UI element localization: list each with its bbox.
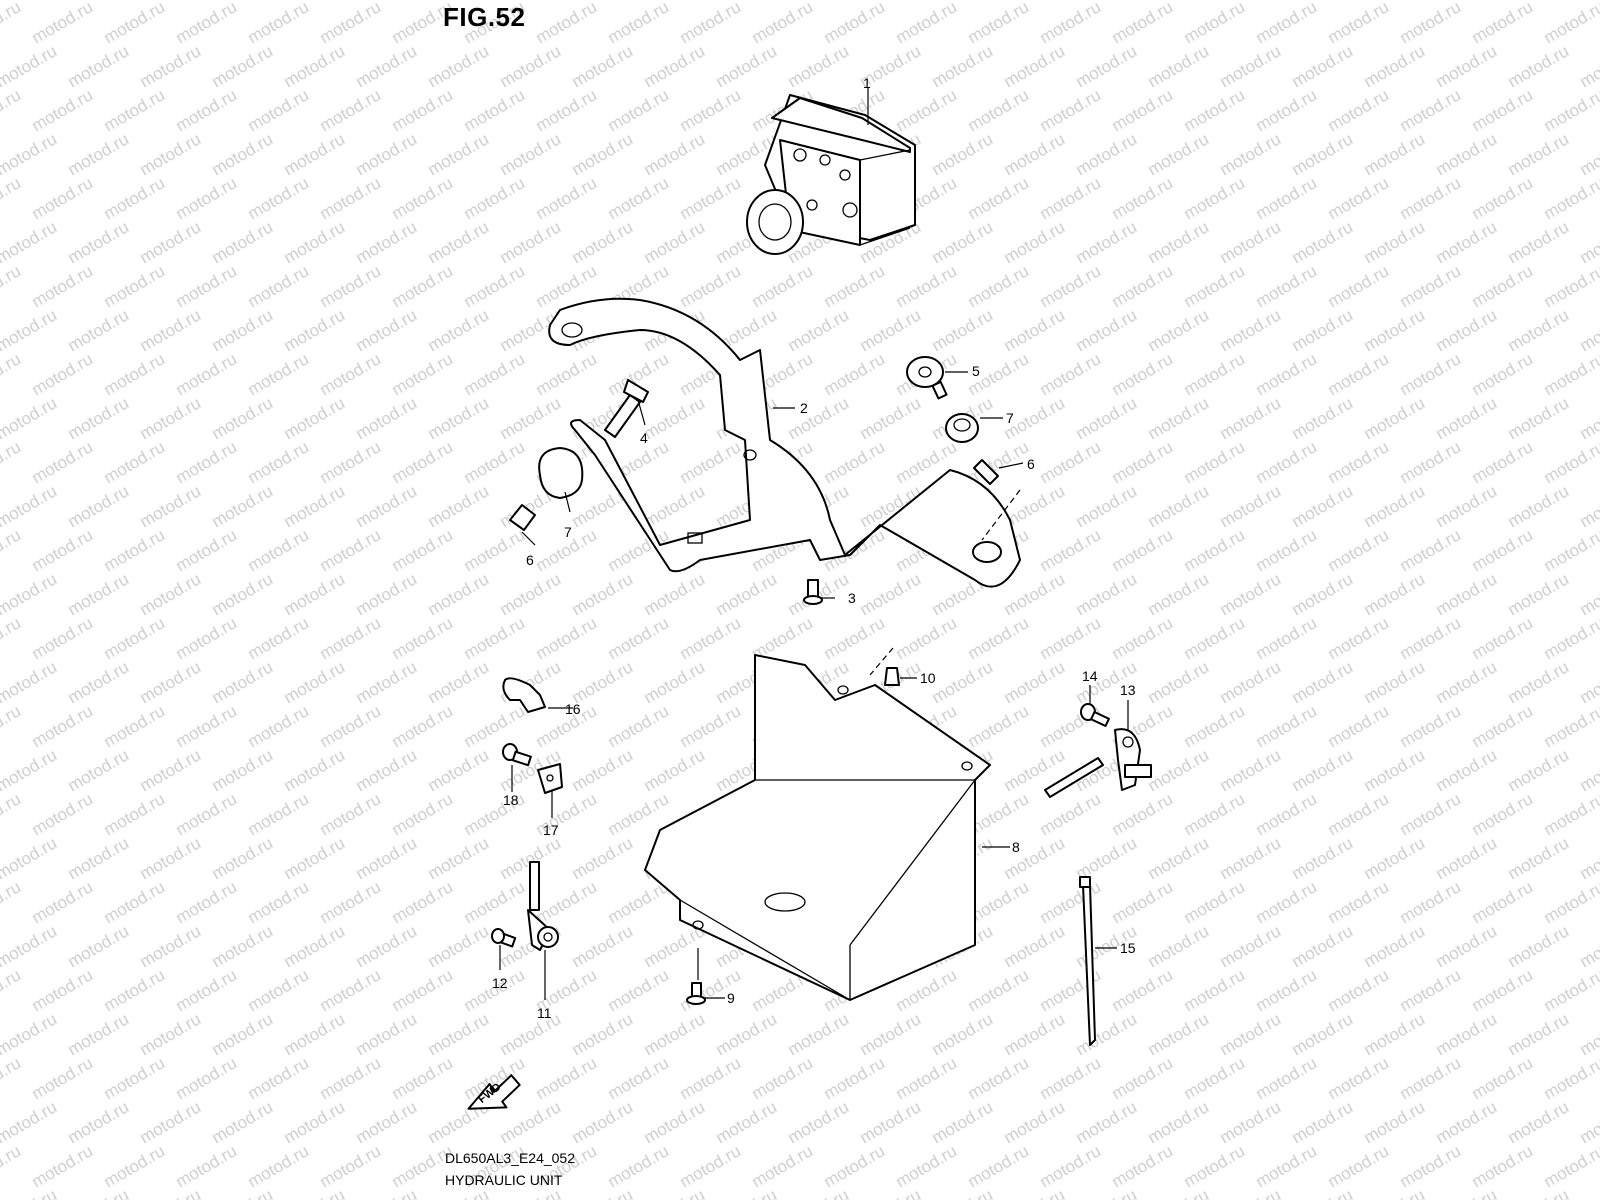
leader-lines [499, 88, 1129, 1000]
callout-16: 16 [565, 701, 581, 717]
bolt-part-18[interactable] [502, 743, 532, 767]
callout-5: 5 [972, 363, 980, 379]
bolt-part-14[interactable] [1080, 703, 1110, 728]
tray-part-8[interactable] [644, 654, 991, 1002]
bolt-part-9[interactable] [686, 982, 706, 1005]
bolt-part-3[interactable] [803, 579, 823, 605]
figure-title: FIG.52 [443, 2, 526, 32]
bracket-part-2[interactable] [548, 297, 1021, 588]
clamp-part-16[interactable] [502, 677, 546, 713]
callout-9: 9 [727, 990, 735, 1006]
callout-1: 1 [863, 75, 871, 91]
callout-7-left: 7 [564, 524, 572, 540]
grommet-part-7-left[interactable] [538, 447, 584, 499]
clip-part-17[interactable] [537, 763, 563, 794]
callout-14: 14 [1082, 668, 1098, 684]
callout-3: 3 [848, 590, 856, 606]
bolt-part-5[interactable] [906, 356, 948, 400]
callout-2: 2 [800, 400, 808, 416]
wheel-speed-sensor-part-13[interactable] [1044, 728, 1152, 798]
callout-8: 8 [1012, 839, 1020, 855]
cable-tie-part-15[interactable] [1079, 876, 1096, 1046]
callout-labels: 1 2 3 4 5 6 6 7 7 8 9 10 11 12 13 14 15 … [492, 75, 1136, 1021]
callout-10: 10 [920, 670, 936, 686]
callout-11: 11 [537, 1005, 552, 1021]
callout-4: 4 [640, 430, 648, 446]
diagram-name: HYDRAULIC UNIT [445, 1172, 563, 1188]
bolt-part-12[interactable] [491, 928, 517, 948]
bolt-part-4[interactable] [604, 379, 649, 438]
collar-part-6-left[interactable] [509, 504, 536, 531]
callout-6-left: 6 [526, 552, 534, 568]
diagram-code: DL650AL3_E24_052 [445, 1150, 576, 1166]
forward-arrow-icon: FWD [467, 1074, 521, 1110]
hydraulic-unit-part-1[interactable] [746, 94, 916, 255]
grommet-part-7-right[interactable] [945, 413, 979, 443]
callout-15: 15 [1120, 940, 1136, 956]
callout-13: 13 [1120, 682, 1136, 698]
wheel-speed-sensor-part-11[interactable] [527, 861, 559, 951]
collar-part-6-right[interactable] [973, 459, 999, 485]
callout-17: 17 [543, 822, 559, 838]
callout-18: 18 [503, 792, 519, 808]
nut-part-10[interactable] [884, 667, 900, 686]
callout-6-right: 6 [1027, 456, 1035, 472]
callout-12: 12 [492, 975, 508, 991]
callout-7-right: 7 [1006, 410, 1014, 426]
